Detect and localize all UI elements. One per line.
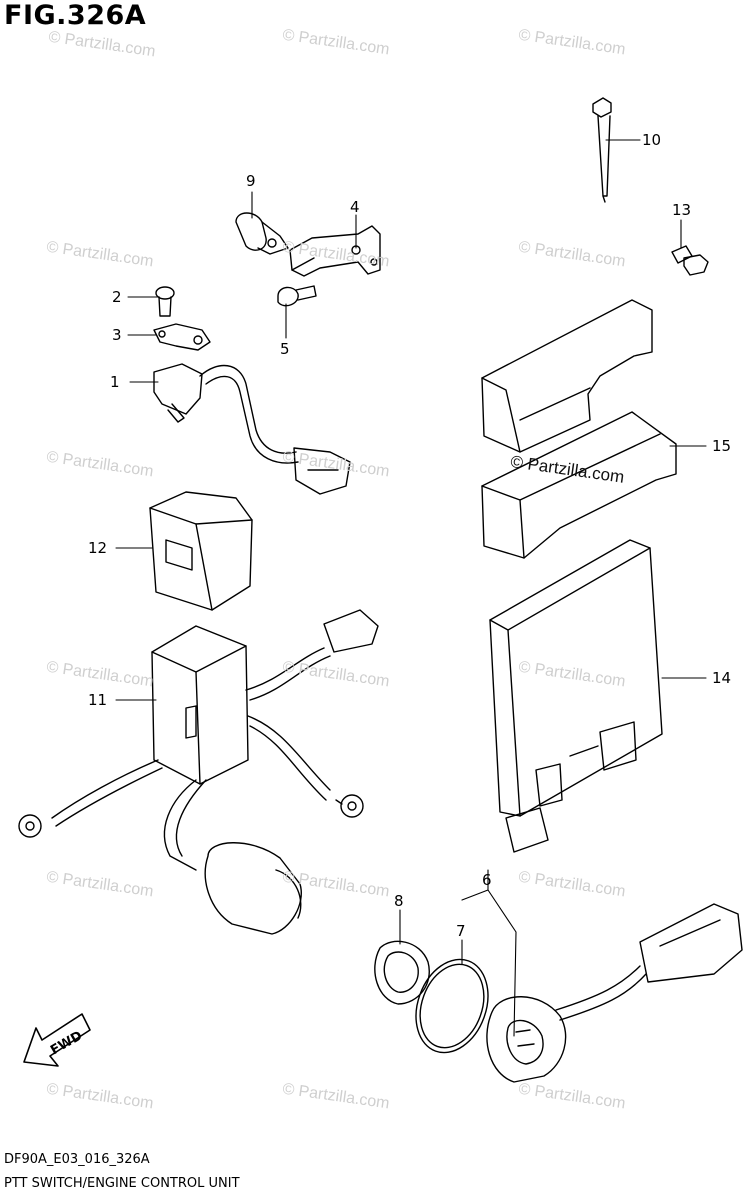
callout-3: 3 [112, 326, 122, 344]
part-2-screw[interactable] [155, 286, 175, 317]
callout-15: 15 [712, 437, 731, 455]
part-11-relay[interactable] [18, 609, 379, 935]
leader-lines [115, 139, 707, 1037]
figure-name: PTT SWITCH/ENGINE CONTROL UNIT [4, 1176, 240, 1191]
callout-12: 12 [88, 539, 107, 557]
callout-11: 11 [88, 691, 107, 709]
callout-2: 2 [112, 288, 122, 306]
part-14-ecu[interactable] [489, 539, 663, 853]
figure-code: DF90A_E03_016_326A [4, 1152, 150, 1167]
part-12-cover[interactable] [149, 491, 253, 611]
callout-9: 9 [246, 172, 256, 190]
part-1-ptt-switch[interactable] [153, 363, 351, 495]
callout-5: 5 [280, 340, 290, 358]
callout-14: 14 [712, 669, 731, 687]
part-6-switch[interactable] [486, 903, 743, 1083]
part-9-clamp[interactable] [235, 212, 289, 255]
part-4-bracket[interactable] [289, 225, 381, 277]
callout-4: 4 [350, 198, 360, 216]
part-3-plate[interactable] [153, 323, 211, 351]
callout-13: 13 [672, 201, 691, 219]
callout-1: 1 [110, 373, 120, 391]
part-10-cable-tie[interactable] [592, 97, 612, 203]
figure-title: FIG.326A [4, 0, 147, 31]
part-13-bolt[interactable] [671, 245, 709, 276]
fwd-arrow-icon: FWD [23, 1013, 91, 1067]
callout-10: 10 [642, 131, 661, 149]
part-5-bolt[interactable] [277, 285, 317, 307]
callout-6: 6 [482, 871, 492, 889]
callout-8: 8 [394, 892, 404, 910]
part-7-o-ring[interactable] [404, 949, 501, 1062]
part-15-ecu-cover[interactable] [481, 299, 677, 559]
part-8-seal[interactable] [374, 940, 430, 1005]
callout-7: 7 [456, 922, 466, 940]
